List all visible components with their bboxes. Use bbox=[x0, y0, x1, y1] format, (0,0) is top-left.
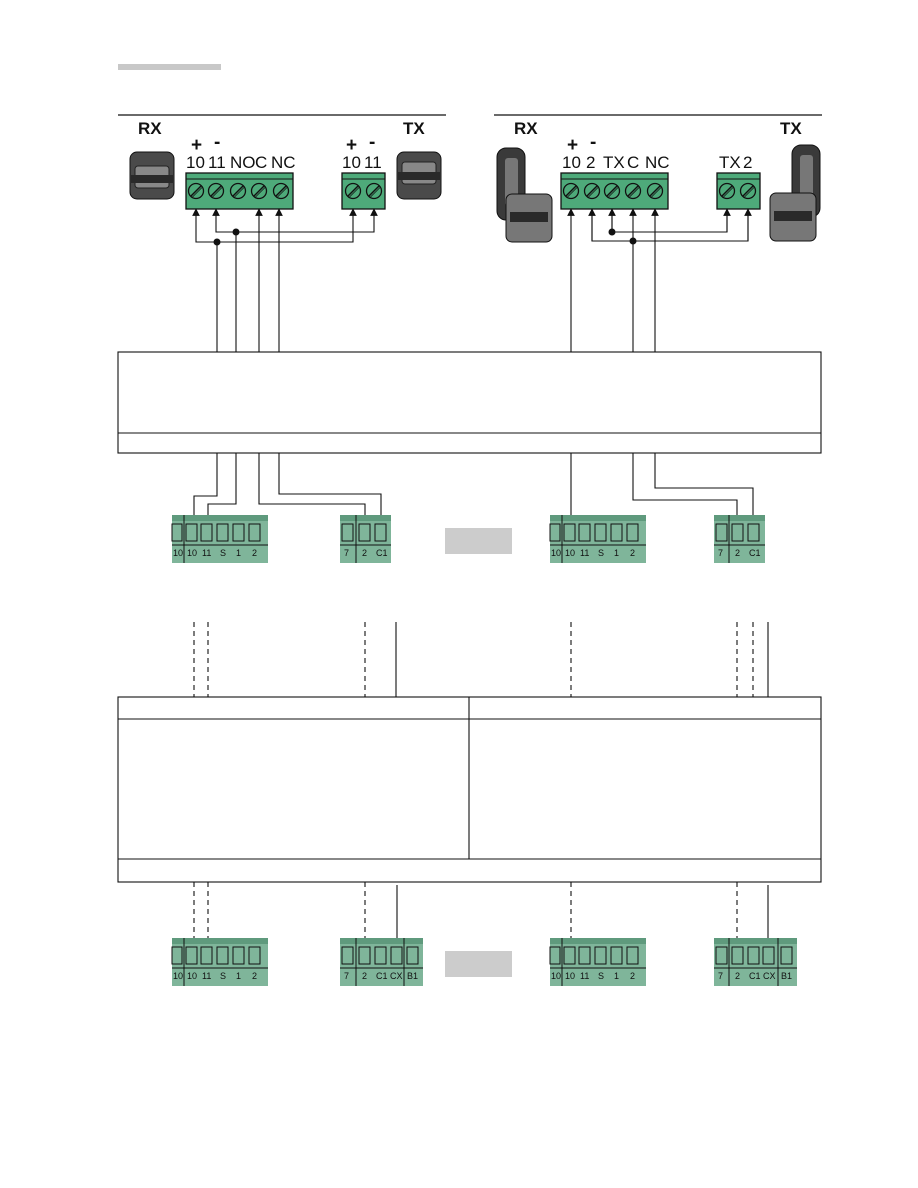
board-a-gray-tab bbox=[445, 528, 512, 554]
left-rx-term-11: 11 bbox=[208, 153, 226, 172]
board-a-strip-3-label-1: 10 bbox=[551, 548, 561, 558]
right-tx-device bbox=[769, 144, 821, 242]
right-rx-plus: + bbox=[567, 135, 578, 156]
left-rx-label: RX bbox=[138, 119, 162, 138]
board-b-strip-4: 7 2 C1 CX B1 bbox=[714, 938, 797, 986]
board-b-strip-3-label-5: 1 bbox=[614, 971, 619, 981]
left-rx-device bbox=[129, 151, 175, 200]
board-a-strip-1-label-5: 1 bbox=[236, 548, 241, 558]
header-bar bbox=[118, 64, 221, 70]
board-b-strip-1-label-6: 2 bbox=[252, 971, 257, 981]
right-junction-1 bbox=[629, 237, 637, 245]
board-b-strip-4-label-2: 2 bbox=[735, 971, 740, 981]
board-b-strip-2: 7 2 C1 CX B1 bbox=[340, 938, 423, 986]
right-rx-minus: - bbox=[590, 132, 596, 153]
left-tx-device bbox=[396, 151, 442, 200]
right-tx-term-2: 2 bbox=[743, 153, 752, 172]
board-b-strip-1-label-4: S bbox=[220, 971, 226, 981]
board-a-strip-1-label-3: 11 bbox=[202, 548, 211, 558]
board-b-strip-1-label-3: 11 bbox=[202, 971, 211, 981]
board-a-strip-3-label-3: 11 bbox=[580, 548, 589, 558]
board-a-strip-1: 10 10 11 S 1 2 bbox=[171, 515, 268, 563]
lower-box-incoming-wiring bbox=[193, 622, 769, 697]
right-tx-term-tx: TX bbox=[719, 153, 741, 172]
right-rx-label: RX bbox=[514, 119, 538, 138]
board-a-strip-2-label-2: 2 bbox=[362, 548, 367, 558]
right-tx-terminal-block bbox=[716, 172, 761, 210]
board-a-strip-1-label-4: S bbox=[220, 548, 226, 558]
left-tx-minus: - bbox=[369, 132, 375, 153]
board-a-strip-4-label-1: 7 bbox=[718, 548, 723, 558]
left-rx-term-no: NO bbox=[230, 153, 256, 172]
board-a-strip-2: 7 2 C1 bbox=[340, 515, 391, 563]
left-tx-plus: + bbox=[346, 135, 357, 156]
right-photocell-wiring bbox=[567, 208, 752, 352]
board-b-strip-3: 10 10 11 S 1 2 bbox=[549, 938, 646, 986]
board-b-strip-4-label-1: 7 bbox=[718, 971, 723, 981]
board-b-strip-3-label-3: 11 bbox=[580, 971, 589, 981]
board-a-strip-1-label-6: 2 bbox=[252, 548, 257, 558]
board-b-strip-3-label-1: 10 bbox=[551, 971, 561, 981]
board-b-strip-4-label-5: B1 bbox=[781, 971, 792, 981]
board-b-strip-2-label-5: B1 bbox=[407, 971, 418, 981]
board-a-strip-3-label-5: 1 bbox=[614, 548, 619, 558]
left-rx-term-c: C bbox=[255, 153, 267, 172]
left-rx-term-nc: NC bbox=[271, 153, 296, 172]
right-rx-term-c: C bbox=[627, 153, 639, 172]
left-rx-minus: - bbox=[214, 132, 220, 153]
board-b-gray-tab bbox=[445, 951, 512, 977]
board-a-strip-4-label-3: C1 bbox=[749, 548, 761, 558]
board-a-strip-3-label-6: 2 bbox=[630, 548, 635, 558]
right-rx-device bbox=[496, 147, 553, 243]
right-tx-label: TX bbox=[780, 119, 802, 138]
board-a-strip-3-label-2: 10 bbox=[565, 548, 575, 558]
left-junction-2 bbox=[232, 228, 240, 236]
board-b-strip-1-label-2: 10 bbox=[187, 971, 197, 981]
board-b-strip-1-label-1: 10 bbox=[173, 971, 183, 981]
board-b-strip-2-label-4: CX bbox=[390, 971, 403, 981]
board-a-strip-1-label-1: 10 bbox=[173, 548, 183, 558]
board-b-strip-1: 10 10 11 S 1 2 bbox=[171, 938, 268, 986]
board-b-strip-2-label-1: 7 bbox=[344, 971, 349, 981]
left-tx-term-10: 10 bbox=[342, 153, 361, 172]
board-b-strip-3-label-2: 10 bbox=[565, 971, 575, 981]
right-rx-term-2: 2 bbox=[586, 153, 595, 172]
board-b-strip-2-label-2: 2 bbox=[362, 971, 367, 981]
left-tx-label: TX bbox=[403, 119, 425, 138]
right-junction-2 bbox=[608, 228, 616, 236]
left-tx-terminal-block bbox=[341, 172, 386, 210]
board-a-strip-4: 7 2 C1 bbox=[714, 515, 765, 563]
board-b-strip-2-label-3: C1 bbox=[376, 971, 388, 981]
left-junction-1 bbox=[213, 238, 221, 246]
board-b-strip-4-label-4: CX bbox=[763, 971, 776, 981]
right-rx-terminal-block bbox=[560, 172, 669, 210]
board-b-wiring bbox=[190, 882, 772, 952]
right-rx-term-10: 10 bbox=[562, 153, 581, 172]
middle-box bbox=[117, 351, 822, 454]
board-a-strip-3: 10 10 11 S 1 2 bbox=[549, 515, 646, 563]
board-a-strip-2-label-3: C1 bbox=[376, 548, 388, 558]
board-a-strip-4-label-2: 2 bbox=[735, 548, 740, 558]
board-a-strip-3-label-4: S bbox=[598, 548, 604, 558]
board-b-strip-1-label-5: 1 bbox=[236, 971, 241, 981]
right-rx-term-tx: TX bbox=[603, 153, 625, 172]
board-b-strip-4-label-3: C1 bbox=[749, 971, 761, 981]
left-photocell-wiring bbox=[192, 208, 378, 352]
board-b-strip-3-label-6: 2 bbox=[630, 971, 635, 981]
left-rx-terminal-block bbox=[185, 172, 294, 210]
board-a-strip-1-label-2: 10 bbox=[187, 548, 197, 558]
left-rx-term-10: 10 bbox=[186, 153, 205, 172]
board-a-wiring bbox=[190, 453, 757, 530]
right-rx-term-nc: NC bbox=[645, 153, 670, 172]
left-rx-plus: + bbox=[191, 135, 202, 156]
board-a-strip-2-label-1: 7 bbox=[344, 548, 349, 558]
board-b-strip-3-label-4: S bbox=[598, 971, 604, 981]
left-tx-term-11: 11 bbox=[364, 153, 382, 172]
